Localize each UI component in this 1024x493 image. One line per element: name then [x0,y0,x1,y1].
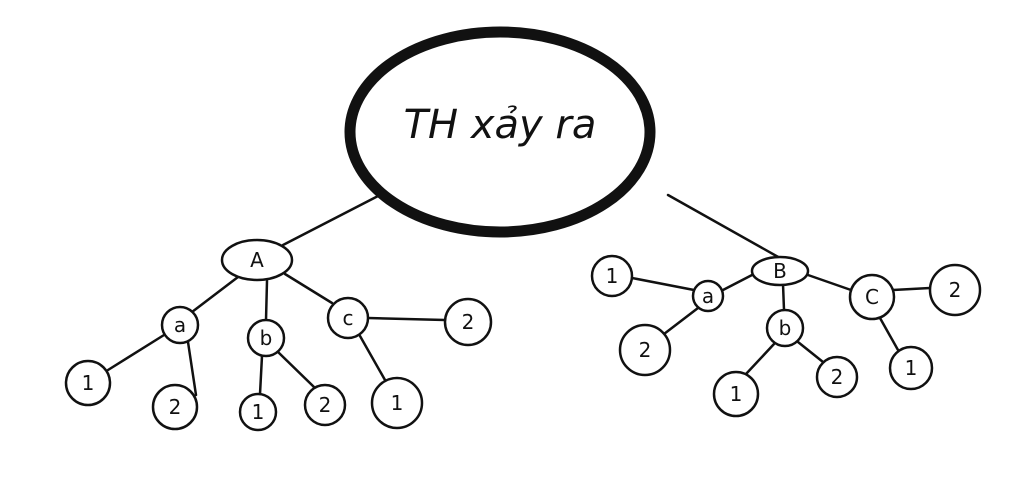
edge-b-1-right [744,342,776,376]
edge-a-2-right [662,306,700,336]
edge-b-2-right [796,340,825,364]
node-label: a [174,313,186,337]
edge-c-1 [358,334,387,382]
node-label: b [260,326,273,350]
node-label: A [250,248,264,272]
node-a-1: 1 [64,359,112,407]
node-C: C [848,273,896,321]
node-a-2: 2 [151,383,199,431]
node-label: 1 [391,391,404,415]
node-label: 2 [169,395,182,419]
edge-C-2 [891,286,932,292]
node-b-1: 1 [712,370,760,418]
edge-a-1 [106,333,166,372]
edge-b-2 [276,350,316,389]
edge-A-a [190,275,240,314]
node-label: 1 [82,371,95,395]
edge-root-B [666,193,782,260]
edge-A-b [264,279,269,322]
edge-C-1 [878,316,900,352]
node-c-2: 2 [443,297,493,347]
node-C-2: 2 [928,263,982,317]
node-label: 2 [949,278,962,302]
node-label: C [865,285,879,309]
node-a-2: 2 [618,323,672,377]
node-label: 2 [319,393,332,417]
node-label: 2 [462,310,475,334]
node-a-1: 1 [590,254,634,298]
left-tree: A a b c 2 1 2 1 2 1 [64,238,493,432]
node-label: a [702,284,714,308]
node-label: 1 [730,382,743,406]
node-b: b [246,318,286,358]
edge-B-a [721,273,754,292]
edge-B-C [806,273,853,292]
edge-a-2 [186,340,198,397]
node-label: B [773,259,787,283]
edge-c-2 [366,316,447,322]
node-label: 2 [831,365,844,389]
node-C-1: 1 [888,345,934,391]
node-A: A [220,238,294,282]
node-label: 1 [252,400,265,424]
edge-root-A [281,193,382,247]
node-c: c [326,296,370,340]
node-b-2: 2 [303,383,347,427]
edge-a-1-right [630,276,696,292]
node-label: 1 [905,356,918,380]
node-b-1: 1 [238,392,278,432]
node-b-2: 2 [815,355,859,399]
node-label: 1 [606,264,619,288]
node-label: b [779,316,792,340]
root-label: TH xảy ra [404,102,597,148]
node-b: b [765,308,805,348]
node-B: B [750,255,810,287]
edge-B-b [781,282,786,312]
edges [106,193,932,397]
node-label: c [343,306,354,330]
node-c-1: 1 [370,376,424,430]
edge-A-c [283,272,334,305]
root-node: TH xảy ra [344,26,656,238]
node-label: 2 [639,338,652,362]
node-a: a [160,305,200,345]
node-a: a [691,279,725,313]
edge-b-1 [258,354,264,396]
right-tree: B a 1 2 b 1 2 C 2 1 [590,254,982,418]
